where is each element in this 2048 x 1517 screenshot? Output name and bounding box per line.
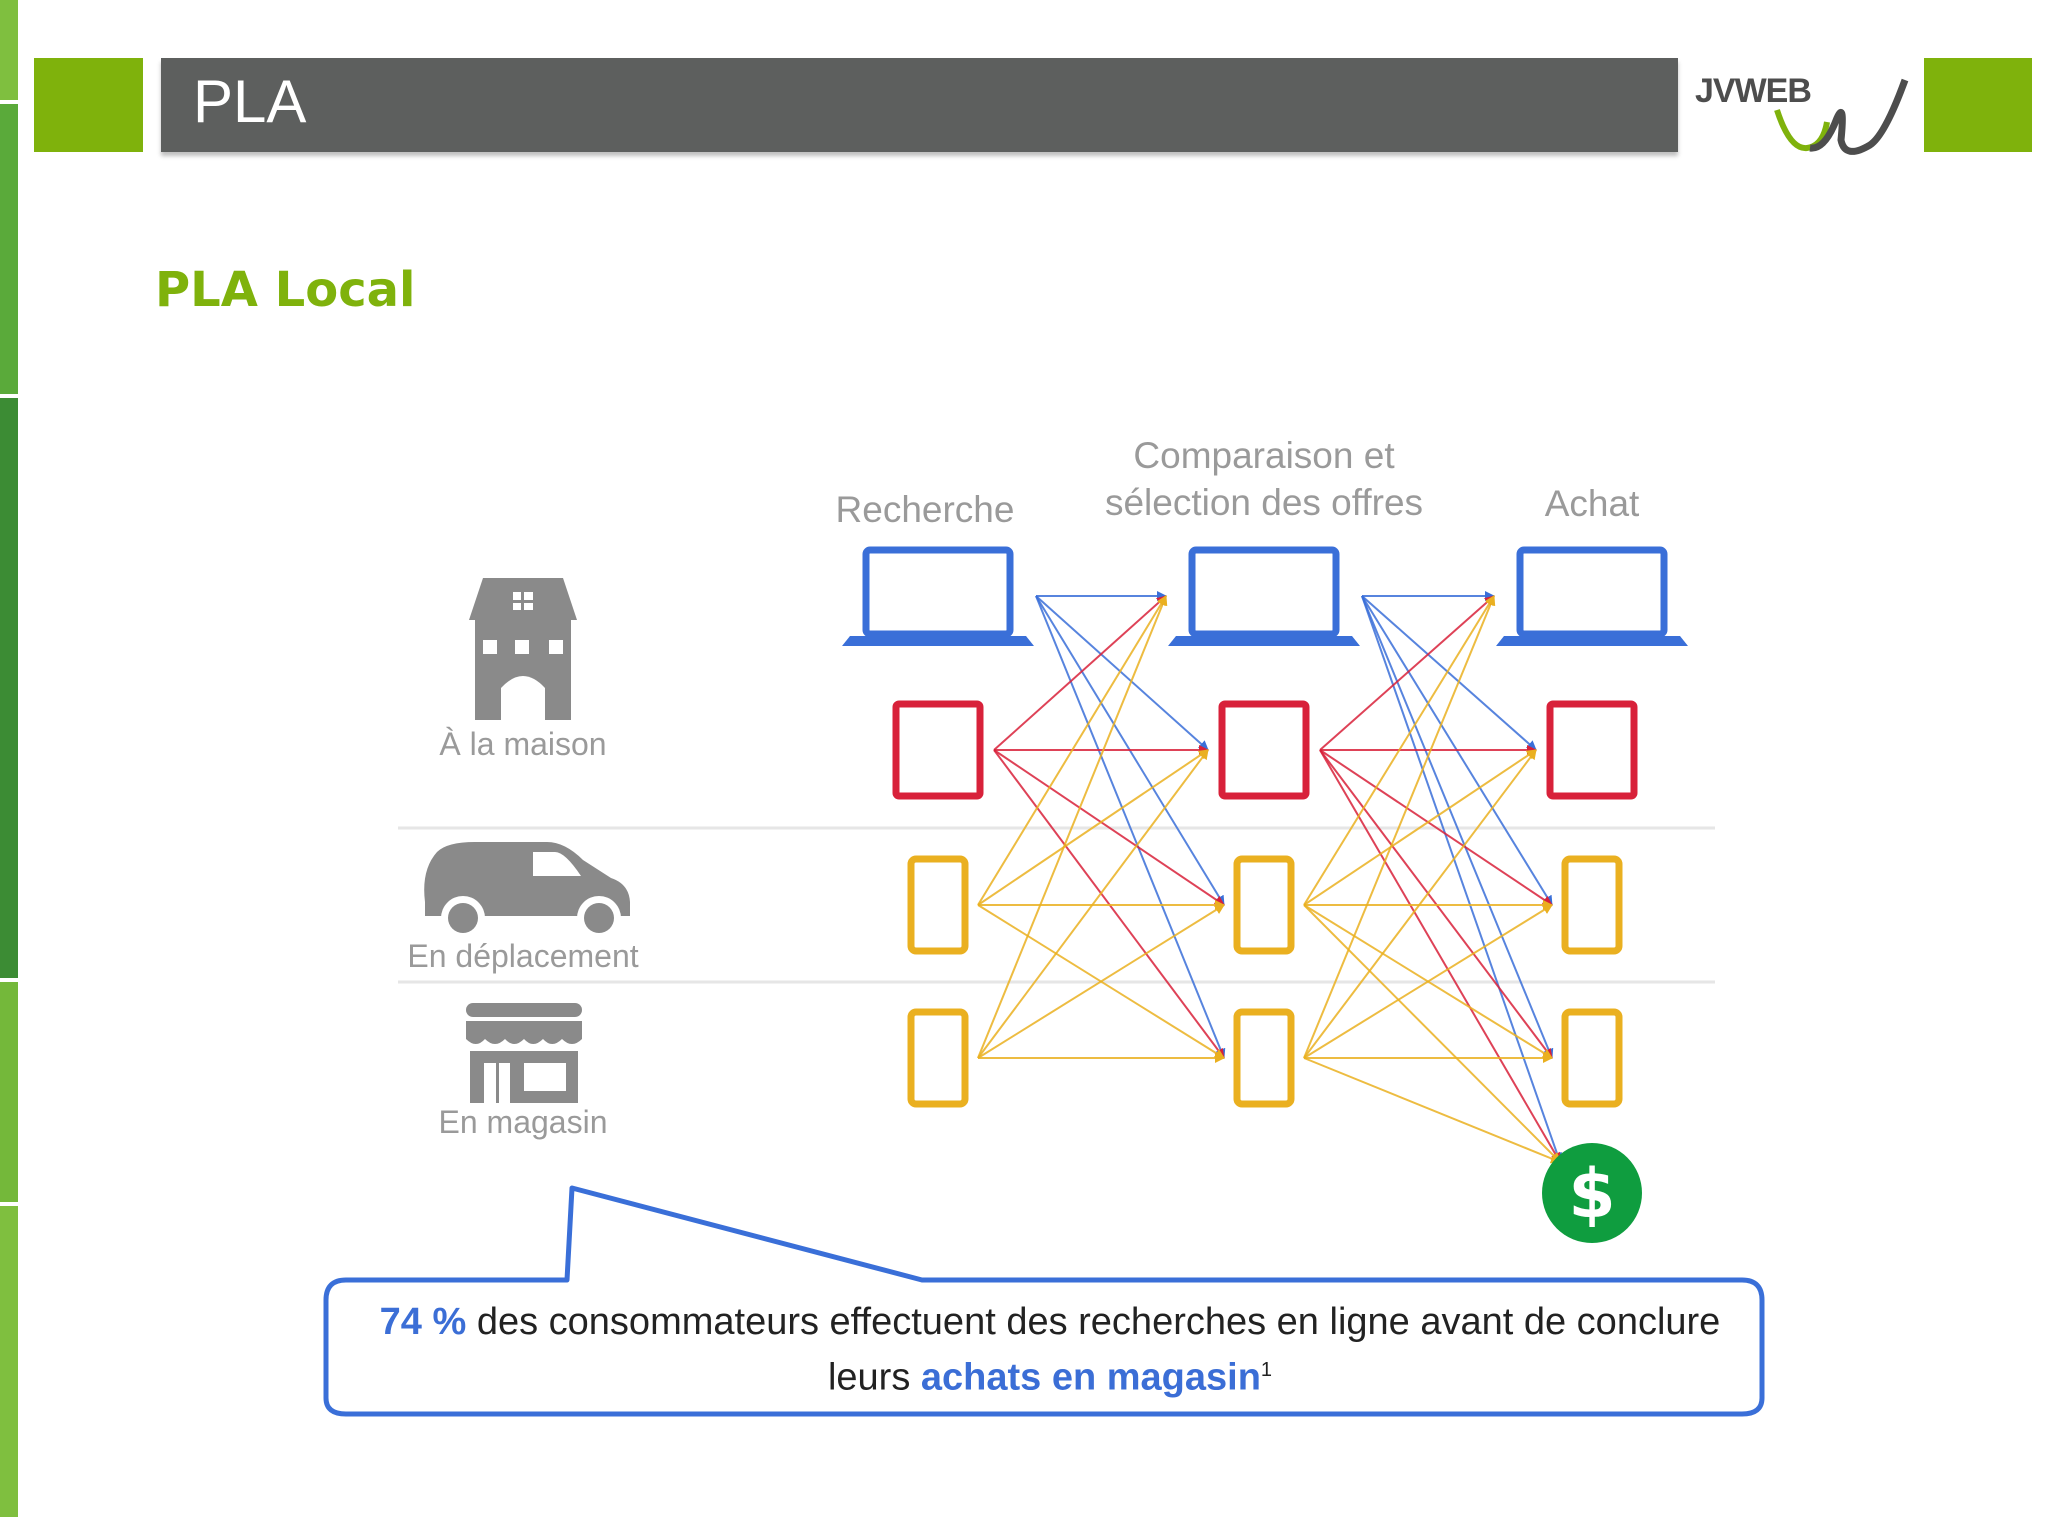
connection-line	[1361, 595, 1554, 1059]
connection-line	[1303, 904, 1553, 1059]
connection-line	[977, 749, 1209, 1059]
page-title: PLA	[193, 68, 307, 135]
connection-line	[1303, 749, 1537, 906]
connection-line	[1361, 595, 1562, 1163]
title-bar: PLA	[161, 58, 1678, 152]
smartphone-icon	[1233, 1008, 1295, 1108]
callout-text: 74 % des consommateurs effectuent des re…	[340, 1298, 1760, 1402]
connection-line	[993, 595, 1167, 751]
smartphone-icon	[907, 855, 969, 955]
stage-label-comparaison: Comparaison et sélection des offres	[1064, 432, 1464, 526]
left-decorative-stripe	[0, 0, 18, 1517]
connection-line	[1319, 749, 1553, 906]
stage-label-comparaison-line1: Comparaison et	[1133, 435, 1395, 476]
connection-lines	[977, 591, 1562, 1164]
connection-line	[977, 749, 1209, 906]
stage-label-recherche: Recherche	[835, 489, 1015, 530]
dollar-icon: $	[1542, 1143, 1642, 1243]
tablet-icon	[1218, 700, 1310, 800]
context-label-home: À la maison	[439, 726, 607, 762]
connection-line	[1303, 749, 1537, 1059]
smartphone-icon	[907, 1008, 969, 1108]
tablet-icon	[892, 700, 984, 800]
callout-footnote: 1	[1260, 1359, 1273, 1381]
connection-line	[1361, 595, 1537, 751]
context-label-in-store: En magasin	[438, 1104, 608, 1140]
connection-line	[1303, 1057, 1561, 1164]
callout-bubble	[323, 1185, 1765, 1417]
connection-line	[1319, 749, 1561, 1163]
logo-text: JVWEB	[1695, 72, 1812, 110]
smartphone-icon	[1561, 1008, 1623, 1108]
connection-line	[1303, 904, 1561, 1163]
device-grid	[842, 546, 1688, 1108]
connection-line	[993, 749, 1225, 906]
laptop-icon	[1496, 546, 1688, 646]
stage-label-achat: Achat	[1544, 483, 1640, 524]
context-label-on-the-go: En déplacement	[407, 938, 639, 974]
stage-label-comparaison-line2: sélection des offres	[1104, 482, 1424, 523]
connection-line	[1319, 595, 1495, 751]
callout-stat: 74 %	[379, 1301, 467, 1343]
laptop-icon	[1168, 546, 1360, 646]
connection-line	[1035, 595, 1209, 751]
store-icon	[466, 1003, 582, 1103]
connection-line	[1303, 595, 1495, 906]
header-right-green-square	[1924, 58, 2032, 152]
section-subtitle: PLA Local	[155, 262, 416, 318]
jvweb-logo: JVWEB	[1695, 70, 1915, 160]
tablet-icon	[1546, 700, 1638, 800]
smartphone-icon	[1561, 855, 1623, 955]
connection-line	[1035, 595, 1226, 1059]
house-icon	[469, 578, 577, 720]
laptop-icon	[842, 546, 1034, 646]
car-icon	[424, 842, 630, 940]
callout-highlight: achats en magasin	[920, 1356, 1261, 1399]
smartphone-icon	[1233, 855, 1295, 955]
connection-line	[977, 904, 1225, 1059]
svg-text:$: $	[1568, 1155, 1615, 1234]
header-left-green-square	[34, 58, 143, 152]
connection-line	[1303, 595, 1496, 1059]
callout-body: des consommateurs effectuent des recherc…	[466, 1301, 1721, 1399]
connection-line	[977, 595, 1167, 906]
connection-line	[977, 595, 1168, 1059]
